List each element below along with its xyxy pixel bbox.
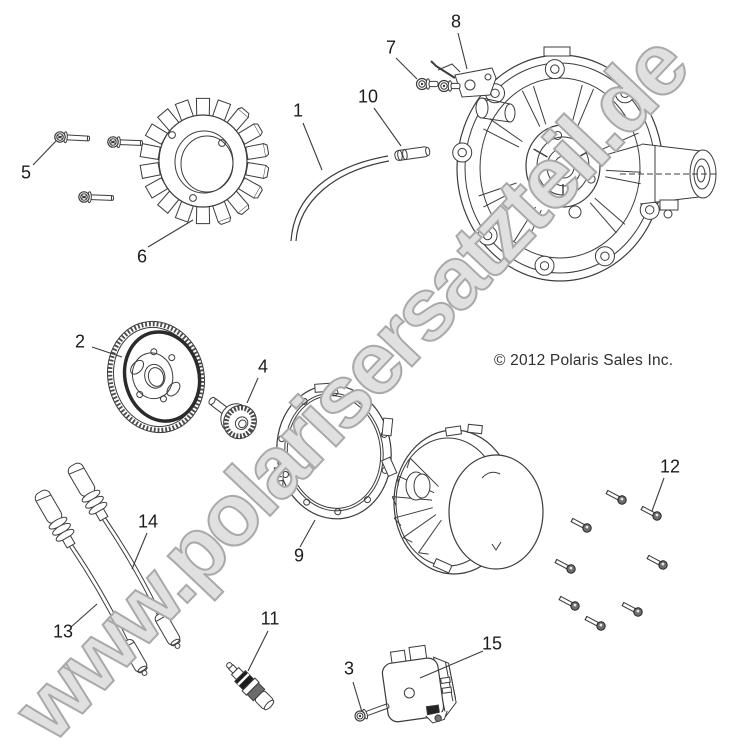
callout-1-label: 1 xyxy=(292,100,304,121)
copyright-text: © 2012 Polaris Sales Inc. xyxy=(494,352,674,369)
callout-2-label: 2 xyxy=(74,331,86,352)
bracket-bolts-drawing xyxy=(415,77,461,93)
callout-6-label: 6 xyxy=(136,246,148,267)
stator-cover-drawing xyxy=(391,423,544,575)
stator-bolts-drawing xyxy=(54,131,144,204)
callout-10-label: 10 xyxy=(357,86,379,107)
crankcase-housing-drawing xyxy=(452,46,718,282)
coil-bolt-drawing xyxy=(354,703,390,722)
callout-12-label: 12 xyxy=(659,456,681,477)
dowel-pin-drawing xyxy=(394,146,431,161)
callout-13-label: 13 xyxy=(52,621,74,642)
callout-7-label: 7 xyxy=(385,37,397,58)
cover-gasket-drawing xyxy=(273,382,398,520)
callout-4-label: 4 xyxy=(257,356,269,377)
callout-5-label: 5 xyxy=(20,162,32,183)
stator-wire-drawing xyxy=(290,155,390,242)
cover-bolts-drawing xyxy=(554,489,668,631)
callout-14-label: 14 xyxy=(137,511,159,532)
callout-15-label: 15 xyxy=(481,633,503,654)
stator-drawing xyxy=(139,97,270,226)
callout-9-label: 9 xyxy=(293,545,305,566)
spark-plug-drawing xyxy=(226,662,275,711)
spark-plug-wire-13-drawing xyxy=(34,489,148,676)
bracket-drawing xyxy=(430,60,497,98)
pinion-gear-drawing xyxy=(208,396,257,440)
callout-11-label: 11 xyxy=(260,608,280,629)
callout-3-label: 3 xyxy=(343,658,355,679)
flywheel-drawing xyxy=(106,320,206,434)
callout-8-label: 8 xyxy=(450,11,462,32)
